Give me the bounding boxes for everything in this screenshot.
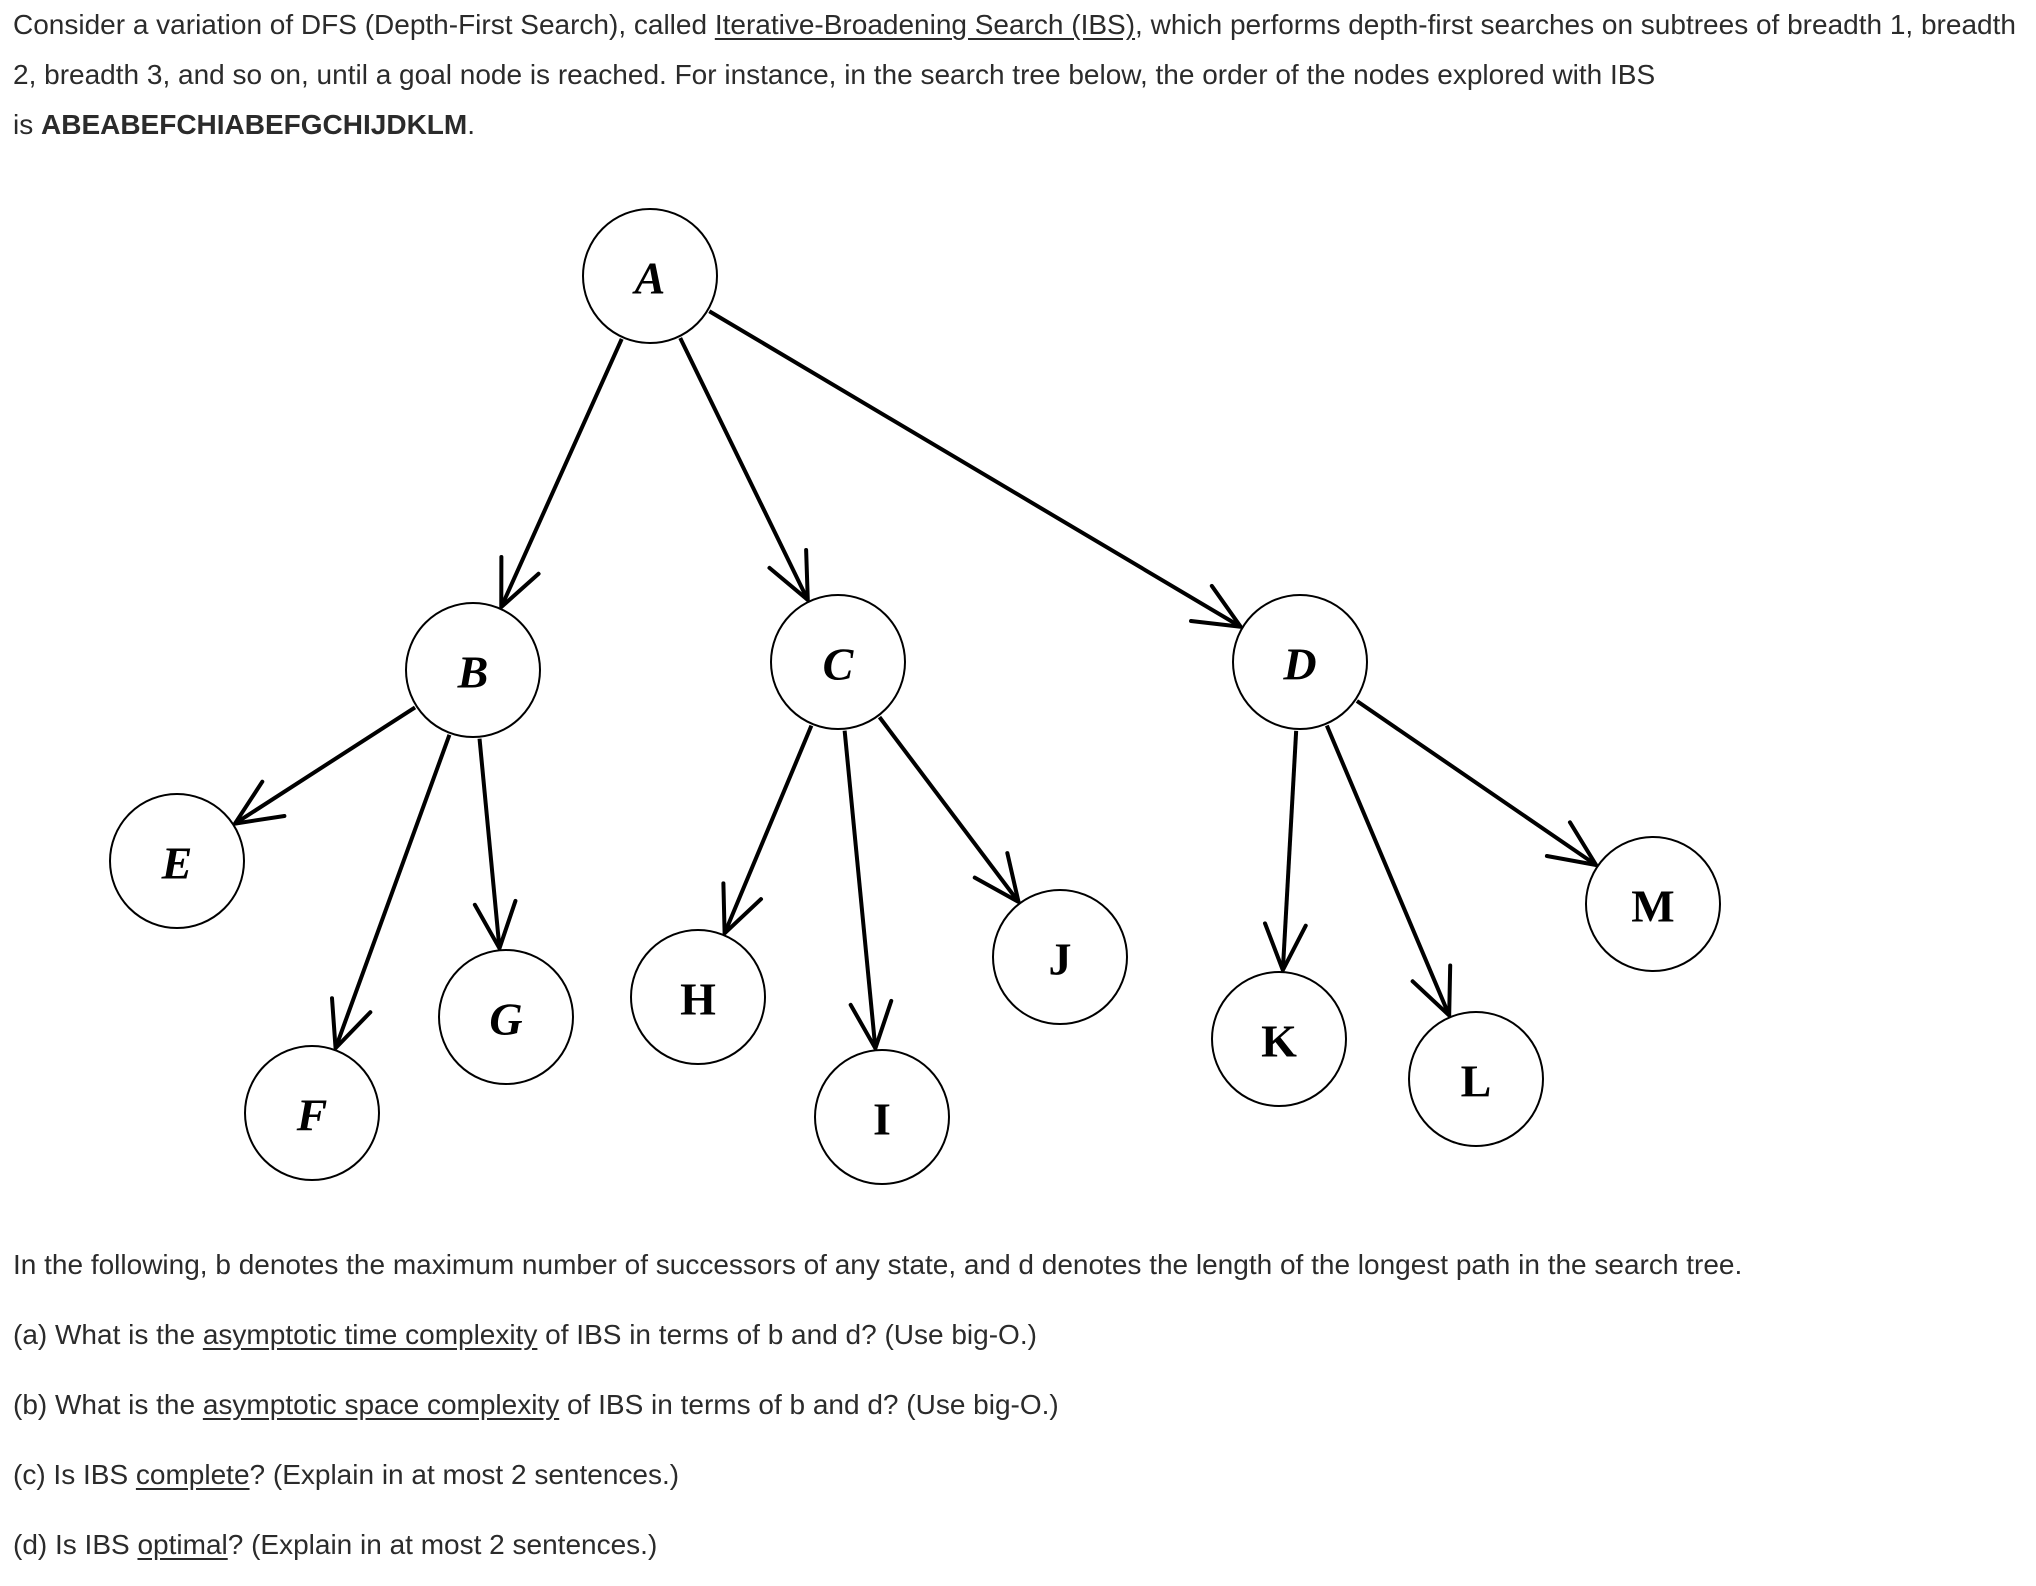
tree-node-c: C <box>770 594 906 730</box>
arrowhead-b-g <box>472 898 518 951</box>
edge-d-k <box>1280 730 1299 971</box>
node-label-j: J <box>1049 934 1072 985</box>
edge-b-f <box>333 734 452 1049</box>
intro-text-4: . <box>467 109 476 140</box>
tree-node-l: L <box>1408 1011 1544 1147</box>
arrowhead-a-b <box>499 555 541 610</box>
edge-d-l <box>1324 724 1452 1017</box>
arrowhead-d-l <box>1410 963 1453 1018</box>
node-label-l: L <box>1461 1056 1492 1107</box>
node-circle-a <box>582 208 718 344</box>
intro-paragraph: Consider a variation of DFS (Depth-First… <box>13 0 2023 150</box>
question-a: (a) What is the asymptotic time complexi… <box>13 1315 1037 1355</box>
question-c-term: complete <box>135 1459 250 1490</box>
question-d-pre: (d) Is IBS <box>13 1529 138 1560</box>
tree-node-b: B <box>405 602 541 738</box>
tree-node-e: E <box>109 793 245 929</box>
arrowhead-b-e <box>232 779 287 826</box>
tree-node-i: I <box>814 1049 950 1185</box>
tree-edges <box>232 309 1599 1051</box>
tree-node-h: H <box>630 929 766 1065</box>
node-circle-j <box>992 889 1128 1025</box>
arrowhead-b-f <box>330 996 373 1051</box>
question-a-pre: (a) What is the <box>13 1319 203 1350</box>
node-circle-c <box>770 594 906 730</box>
node-circle-l <box>1408 1011 1544 1147</box>
node-label-c: C <box>823 639 855 690</box>
edge-c-i <box>842 730 878 1049</box>
question-d: (d) Is IBS optimal? (Explain in at most … <box>13 1525 657 1565</box>
question-c: (c) Is IBS complete? (Explain in at most… <box>13 1455 679 1495</box>
question-b-term: asymptotic space complexity <box>202 1389 560 1420</box>
node-circle-e <box>109 793 245 929</box>
tree-node-m: M <box>1585 836 1721 972</box>
edge-a-b <box>499 338 624 608</box>
tree-nodes: A B C D E F G H I J K L M <box>109 208 1721 1185</box>
node-label-m: M <box>1631 881 1674 932</box>
arrowhead-c-i <box>848 998 894 1051</box>
node-label-a: A <box>632 253 666 304</box>
node-label-d: D <box>1282 639 1316 690</box>
question-c-pre: (c) Is IBS <box>13 1459 136 1490</box>
node-circle-k <box>1211 971 1347 1107</box>
node-label-k: K <box>1261 1016 1297 1067</box>
tree-node-d: D <box>1232 594 1368 730</box>
node-circle-f <box>244 1045 380 1181</box>
intro-text-1: Consider a variation of DFS (Depth-First… <box>13 9 715 40</box>
node-label-b: B <box>457 647 489 698</box>
node-label-i: I <box>873 1094 891 1145</box>
node-label-e: E <box>161 838 193 889</box>
edge-d-m <box>1355 699 1598 867</box>
node-label-g: G <box>489 994 522 1045</box>
question-c-post: ? (Explain in at most 2 sentences.) <box>249 1459 680 1490</box>
question-d-post: ? (Explain in at most 2 sentences.) <box>227 1529 658 1560</box>
tree-node-a: A <box>582 208 718 344</box>
edge-b-e <box>233 705 417 826</box>
tree-node-g: G <box>438 949 574 1085</box>
node-label-f: F <box>296 1090 328 1141</box>
intro-text-2: , which performs depth-first searches on… <box>13 9 2016 90</box>
node-circle-h <box>630 929 766 1065</box>
node-label-h: H <box>680 974 716 1025</box>
arrowhead-a-d <box>1189 583 1243 629</box>
edge-c-h <box>722 724 814 935</box>
tree-node-j: J <box>992 889 1128 1025</box>
arrowhead-a-c <box>767 547 810 602</box>
question-b-pre: (b) What is the <box>13 1389 203 1420</box>
node-circle-i <box>814 1049 950 1185</box>
exploration-order: ABEABEFCHIABEFGCHIJDKLM <box>41 109 468 140</box>
arrowhead-c-j <box>972 851 1021 904</box>
question-a-term: asymptotic time complexity <box>202 1319 538 1350</box>
node-circle-b <box>405 602 541 738</box>
edge-a-d <box>708 309 1242 629</box>
tree-node-f: F <box>244 1045 380 1181</box>
node-circle-m <box>1585 836 1721 972</box>
node-circle-d <box>1232 594 1368 730</box>
tree-node-k: K <box>1211 971 1347 1107</box>
edge-c-j <box>877 715 1021 904</box>
ibs-term-link: Iterative-Broadening Search (IBS) <box>714 9 1136 40</box>
intro-text-3: is <box>13 109 41 140</box>
question-b-post: of IBS in terms of b and d? (Use big-O.) <box>559 1389 1059 1420</box>
node-circle-g <box>438 949 574 1085</box>
arrowhead-d-k <box>1263 921 1308 973</box>
definition-text: In the following, b denotes the maximum … <box>13 1249 1743 1280</box>
question-d-term: optimal <box>137 1529 228 1560</box>
edge-a-c <box>678 337 810 601</box>
edge-b-g <box>477 738 502 949</box>
arrowhead-d-m <box>1544 820 1599 867</box>
question-b: (b) What is the asymptotic space complex… <box>13 1385 1059 1425</box>
question-a-post: of IBS in terms of b and d? (Use big-O.) <box>537 1319 1037 1350</box>
arrowhead-c-h <box>721 881 764 936</box>
